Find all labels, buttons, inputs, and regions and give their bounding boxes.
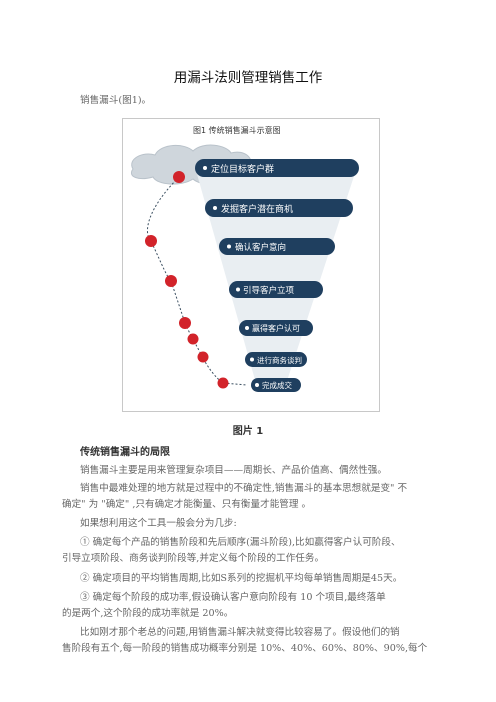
stage-label-1: 定位目标客户群 [211, 163, 274, 175]
red-dot-1 [173, 171, 185, 183]
paragraph-7-line-1: 比如刚才那个老总的问题,用销售漏斗解决就变得比较容易了。假设他们的销 [80, 627, 400, 638]
band-7 [251, 378, 301, 392]
intro-text: 销售漏斗(图1)。 [80, 95, 152, 106]
band-3 [219, 238, 335, 255]
funnel-diagram: 图1 传统销售漏斗示意图 定位目标客户群 发 [131, 125, 359, 392]
paragraph-2-line-2: 确定" 为 "确定" ,只有确定才能衡量、只有衡量才能管理 。 [62, 499, 312, 510]
red-dot-3 [165, 275, 177, 287]
band-5 [239, 320, 313, 336]
red-dot-5 [187, 333, 199, 345]
stage-label-5: 赢得客户认可 [252, 323, 300, 333]
document-title: 用漏斗法则管理销售工作 [173, 70, 323, 86]
paragraph-4-line-2: 引导立项阶段、商务谈判阶段等,并定义每个阶段的工作任务。 [62, 553, 325, 564]
band-2 [205, 199, 353, 217]
funnel-bands [195, 159, 359, 392]
band-bullets [203, 166, 259, 387]
stage-label-3: 确认客户意向 [235, 242, 286, 253]
paragraph-5: ② 确定项目的平均销售周期,比如S系列的挖掘机平均每单销售周期是45天。 [80, 573, 403, 584]
band-4 [229, 281, 323, 298]
stage-label-6: 进行商务谈判 [257, 355, 302, 365]
red-dot-7 [217, 377, 229, 389]
paragraph-1: 销售漏斗主要是用来管理复杂项目——周期长、产品价值高、偶然性强。 [80, 465, 387, 476]
red-dot-6 [197, 351, 209, 363]
paragraph-7-line-2: 售阶段有五个,每一阶段的销售成功概率分别是 10%、40%、60%、80%、90… [62, 643, 428, 654]
band-1 [195, 159, 359, 177]
figure-label: 图1 传统销售漏斗示意图 [193, 125, 281, 135]
section-heading: 传统销售漏斗的局限 [80, 447, 170, 458]
figure-caption: 图片 1 [232, 426, 264, 437]
stage-label-4: 引导客户立项 [243, 285, 295, 296]
funnel-figure: 图1 传统销售漏斗示意图 定位目标客户群 发 [122, 118, 380, 412]
stage-label-2: 发掘客户潜在商机 [221, 203, 293, 215]
progress-dots [145, 171, 229, 389]
paragraph-4-line-1: ① 确定每个产品的销售阶段和先后顺序(漏斗阶段),比如赢得客户认可阶段、 [80, 537, 401, 548]
paragraph-2-line-1: 销售中最难处理的地方就是过程中的不确定性,销售漏斗的基本思想就是变" 不 [80, 483, 408, 494]
funnel-body [195, 167, 357, 387]
red-dot-4 [179, 317, 191, 329]
paragraph-6-line-2: 的是两个,这个阶段的成功率就是 20%。 [62, 608, 234, 619]
paragraph-3: 如果想利用这个工具一般会分为几步: [80, 518, 237, 529]
stage-label-7: 完成成交 [262, 380, 292, 390]
band-6 [245, 352, 307, 367]
red-dot-2 [145, 235, 157, 247]
paragraph-6-line-1: ③ 确定每个阶段的成功率,假设确认客户意向阶段有 10 个项目,最终落单 [80, 592, 386, 603]
